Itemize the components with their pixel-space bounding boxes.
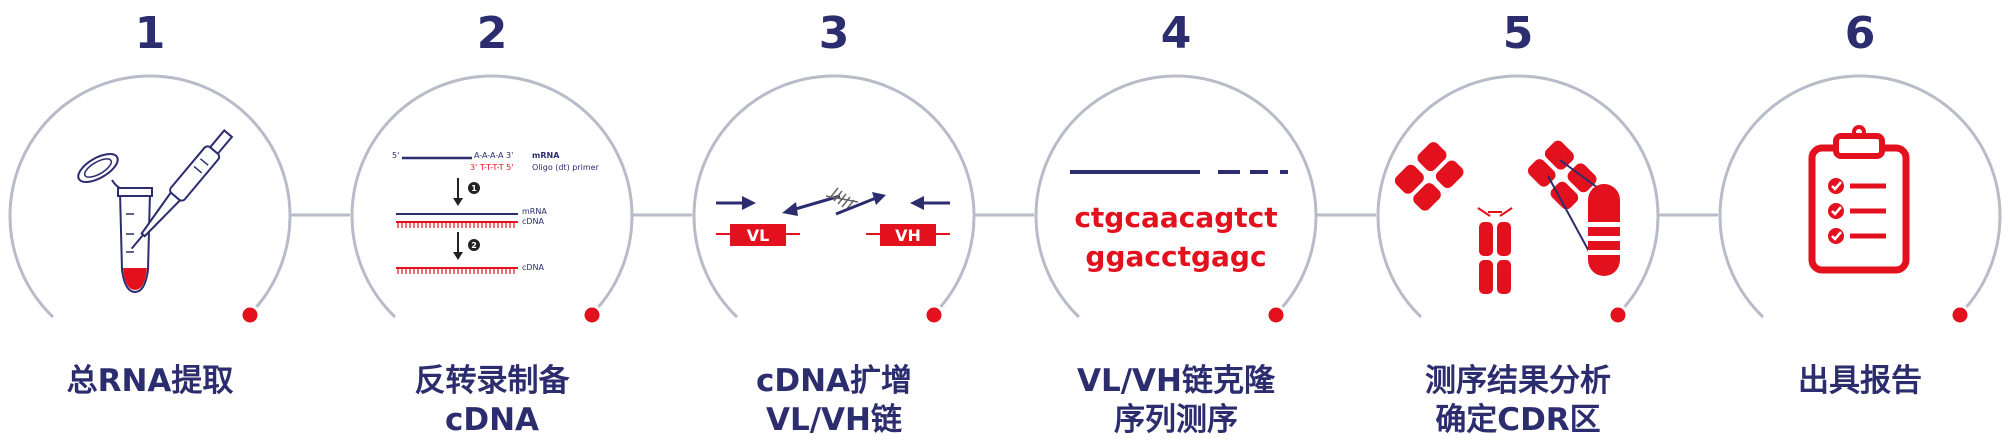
step-label-line: cDNA扩增 <box>755 363 913 399</box>
ring-dot <box>1949 304 1971 326</box>
step-label-line: 确定CDR区 <box>1435 402 1601 438</box>
step-label-line: 反转录制备 <box>414 363 570 399</box>
step-label-line: 序列测序 <box>1114 402 1238 438</box>
ring-dot <box>239 304 261 326</box>
ring-5 <box>1376 74 1660 319</box>
step-number-3: 3 <box>818 8 850 59</box>
step-label-line: VL/VH链克隆 <box>1076 363 1275 399</box>
vl-label: VL <box>747 226 770 245</box>
antibody-icon <box>1394 140 1620 294</box>
mrna-label: mRNA <box>532 151 560 160</box>
ring-dot <box>1607 304 1629 326</box>
step-label-line: 出具报告 <box>1798 363 1922 399</box>
step-label-1: 总RNA提取 <box>0 362 315 401</box>
step-two-badge: 2 <box>471 241 477 250</box>
amplification-diagram: VL VH <box>716 187 950 246</box>
step-number-2: 2 <box>476 8 508 59</box>
sequence-line-1: ctgcaacagtct <box>1074 201 1277 234</box>
step-number-6: 6 <box>1844 8 1876 59</box>
vh-label: VH <box>895 226 921 245</box>
step-label-line: 总RNA提取 <box>66 363 234 399</box>
cdna-label-2: cDNA <box>522 263 545 272</box>
clipboard-report-icon <box>1808 125 1910 274</box>
step-number-5: 5 <box>1502 8 1534 59</box>
poly-a-label: A-A-A-A 3' <box>474 151 513 160</box>
ring-end-dots <box>239 304 1971 326</box>
rings <box>8 74 2002 319</box>
vl-segment <box>730 224 786 246</box>
step-number-4: 4 <box>1160 8 1192 59</box>
primer-seq-label: 3' T-T-T-T 5' <box>470 163 513 172</box>
sequence-line-2: ggacctgagc <box>1085 240 1266 273</box>
step-number-1: 1 <box>134 8 166 59</box>
vh-segment <box>880 224 936 246</box>
sequence-diagram: ctgcaacagtct ggacctgagc <box>1070 170 1288 273</box>
cdna-label: cDNA <box>522 217 545 226</box>
ring-dot <box>581 304 603 326</box>
step-label-line: cDNA <box>444 402 540 438</box>
ring-dot <box>923 304 945 326</box>
step-label-3: cDNA扩增 VL/VH链 <box>669 362 999 440</box>
ring-1 <box>8 74 292 319</box>
step-label-line: 测序结果分析 <box>1425 363 1611 399</box>
mrna-label-2: mRNA <box>522 207 547 216</box>
step-label-4: VL/VH链克隆 序列测序 <box>1011 362 1341 440</box>
step-label-6: 出具报告 <box>1695 362 2010 401</box>
step-label-2: 反转录制备 cDNA <box>327 362 657 440</box>
five-prime-label: 5' <box>392 151 399 160</box>
ring-3 <box>692 74 976 319</box>
tube-pipette-icon <box>77 129 234 294</box>
reverse-transcription-diagram: 5' A-A-A-A 3' mRNA 3' T-T-T-T 5' Oligo (… <box>392 151 600 274</box>
ring-2 <box>350 74 634 319</box>
ring-4 <box>1034 74 1318 319</box>
ring-dot <box>1265 304 1287 326</box>
step-label-5: 测序结果分析 确定CDR区 <box>1353 362 1683 440</box>
primer-label: Oligo (dt) primer <box>532 163 600 172</box>
step-label-line: VL/VH链 <box>765 402 902 438</box>
step-one-badge: 1 <box>471 184 477 193</box>
ring-6 <box>1718 74 2002 319</box>
